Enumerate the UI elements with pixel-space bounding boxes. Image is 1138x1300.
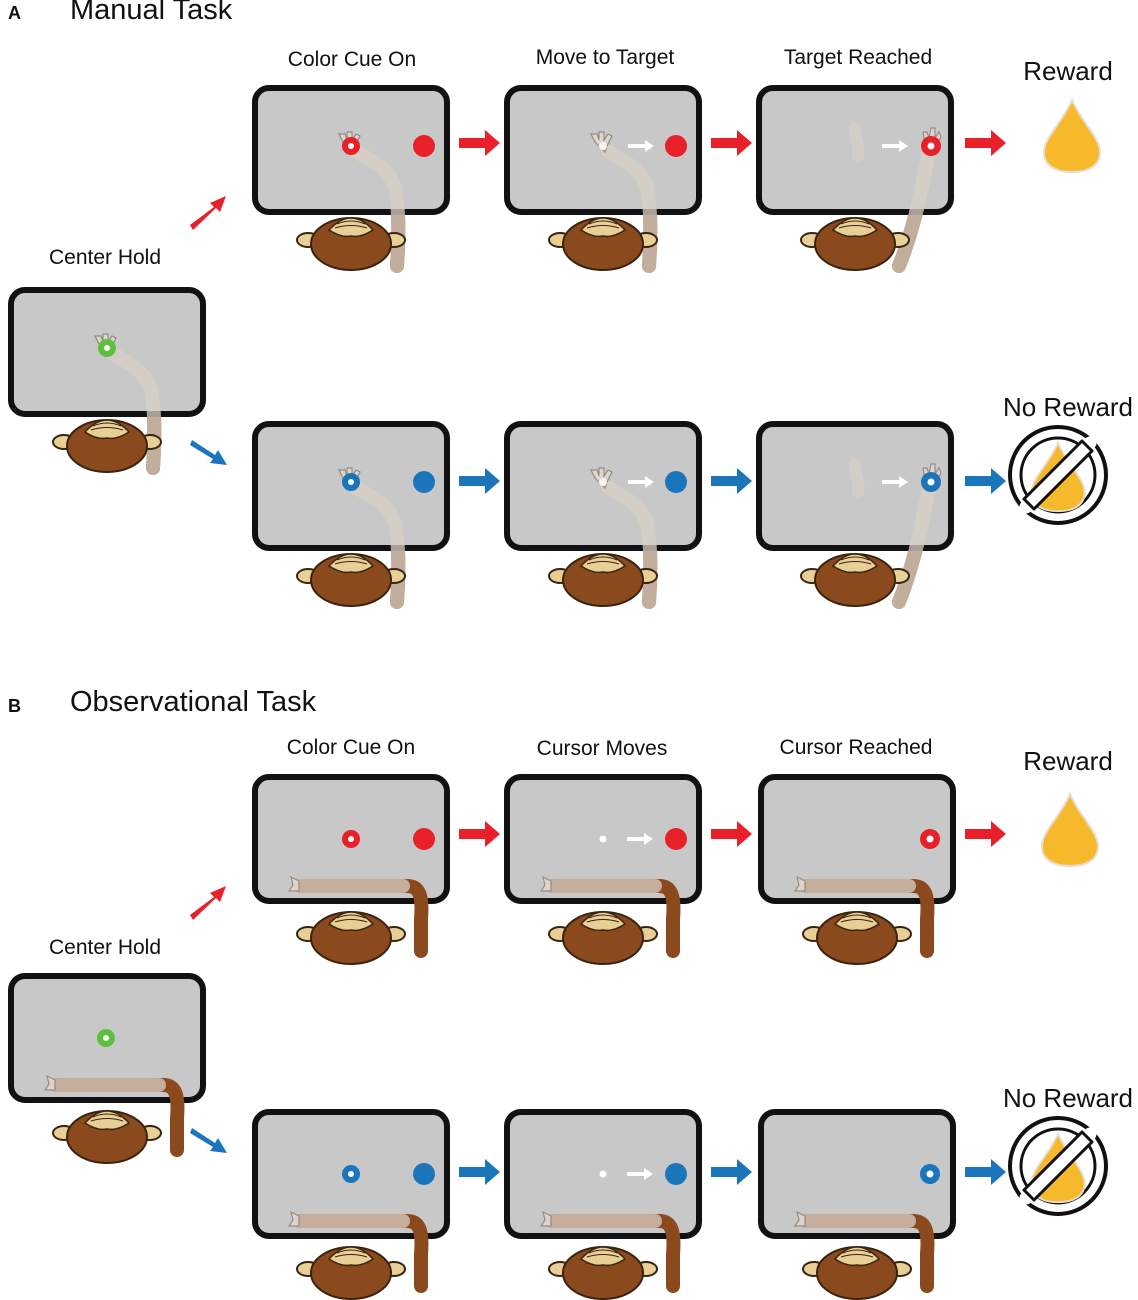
target-blue [665, 471, 687, 493]
arrow-red [459, 130, 500, 156]
no-juice-icon [1010, 427, 1106, 523]
panel-b-red-step2-screen [507, 777, 699, 964]
arrow-blue [711, 468, 752, 494]
arrow-blue [965, 468, 1006, 494]
arrow-to-blue-row-b [190, 1128, 227, 1153]
panel-label: A [8, 3, 21, 23]
panel-a-blue-step1-screen [255, 424, 447, 606]
panel-b-blue-step1-screen [255, 1112, 447, 1299]
no-reward-label: No Reward [1002, 1083, 1134, 1113]
panel-a-blue-step3-screen [759, 424, 951, 606]
target-red [413, 135, 435, 157]
step-label: Color Cue On [286, 736, 416, 759]
no-reward-label: No Reward [1002, 392, 1134, 422]
arrow-blue [965, 1159, 1006, 1185]
panel-b-blue-step2-screen [507, 1112, 699, 1299]
no-juice-icon [1010, 1118, 1106, 1214]
target-blue [665, 1163, 687, 1185]
arrow-red [711, 130, 752, 156]
step-label: Move to Target [535, 46, 675, 69]
panel-a-red-step1-screen [255, 88, 447, 270]
reward-label: Reward [1023, 56, 1113, 86]
panel-b-red-step3-screen [761, 777, 953, 964]
target-blue [413, 1163, 435, 1185]
panel-label: B [8, 696, 21, 716]
juice-drop-icon [1041, 793, 1099, 867]
panel-a-red-step2-screen [507, 88, 699, 270]
target-red [665, 135, 687, 157]
step-label: Color Cue On [287, 48, 417, 71]
panel-b-red-step1-screen [255, 777, 447, 964]
arrow-red [965, 130, 1006, 156]
reward-label: Reward [1023, 746, 1113, 776]
panel-title: Observational Task [70, 686, 317, 718]
panel-a-blue-step2-screen [507, 424, 699, 606]
arrow-to-red-row-a [190, 196, 226, 230]
center-hold-label: Center Hold [48, 936, 162, 959]
arrow-red [711, 821, 752, 847]
juice-drop-icon [1043, 99, 1101, 173]
step-label: Target Reached [783, 46, 933, 69]
target-red [413, 828, 435, 850]
arrow-blue [711, 1159, 752, 1185]
step-label: Cursor Reached [779, 736, 933, 759]
panel-a-center-hold-screen [11, 290, 203, 472]
panel-b-center-hold-screen [11, 976, 203, 1163]
panel-title: Manual Task [70, 0, 233, 26]
arrow-blue [459, 1159, 500, 1185]
arrow-red [965, 821, 1006, 847]
arrow-red [459, 821, 500, 847]
target-blue [413, 471, 435, 493]
center-hold-label: Center Hold [48, 246, 162, 269]
arrow-blue [459, 468, 500, 494]
panel-a-red-step3-screen [759, 88, 951, 270]
arrow-to-blue-row-a [190, 440, 227, 465]
arrow-to-red-row-b [190, 886, 226, 920]
step-label: Cursor Moves [536, 737, 668, 760]
target-red [665, 828, 687, 850]
panel-b-blue-step3-screen [761, 1112, 953, 1299]
